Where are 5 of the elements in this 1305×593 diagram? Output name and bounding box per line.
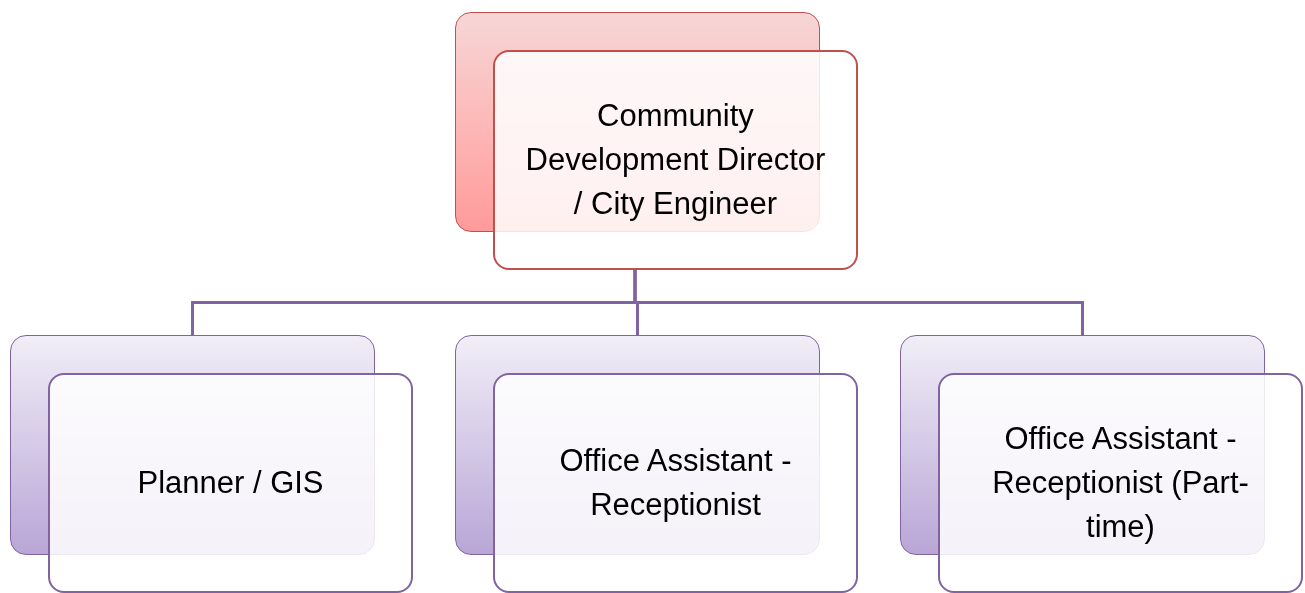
role-title: Office Assistant - Receptionist (Part-time) bbox=[991, 420, 1250, 546]
role-title: Planner / GIS bbox=[137, 464, 324, 502]
role-title: Office Assistant - Receptionist bbox=[558, 442, 793, 524]
connector-line bbox=[633, 270, 1084, 335]
role-title: Community Development Director / City Engineer bbox=[524, 97, 827, 223]
